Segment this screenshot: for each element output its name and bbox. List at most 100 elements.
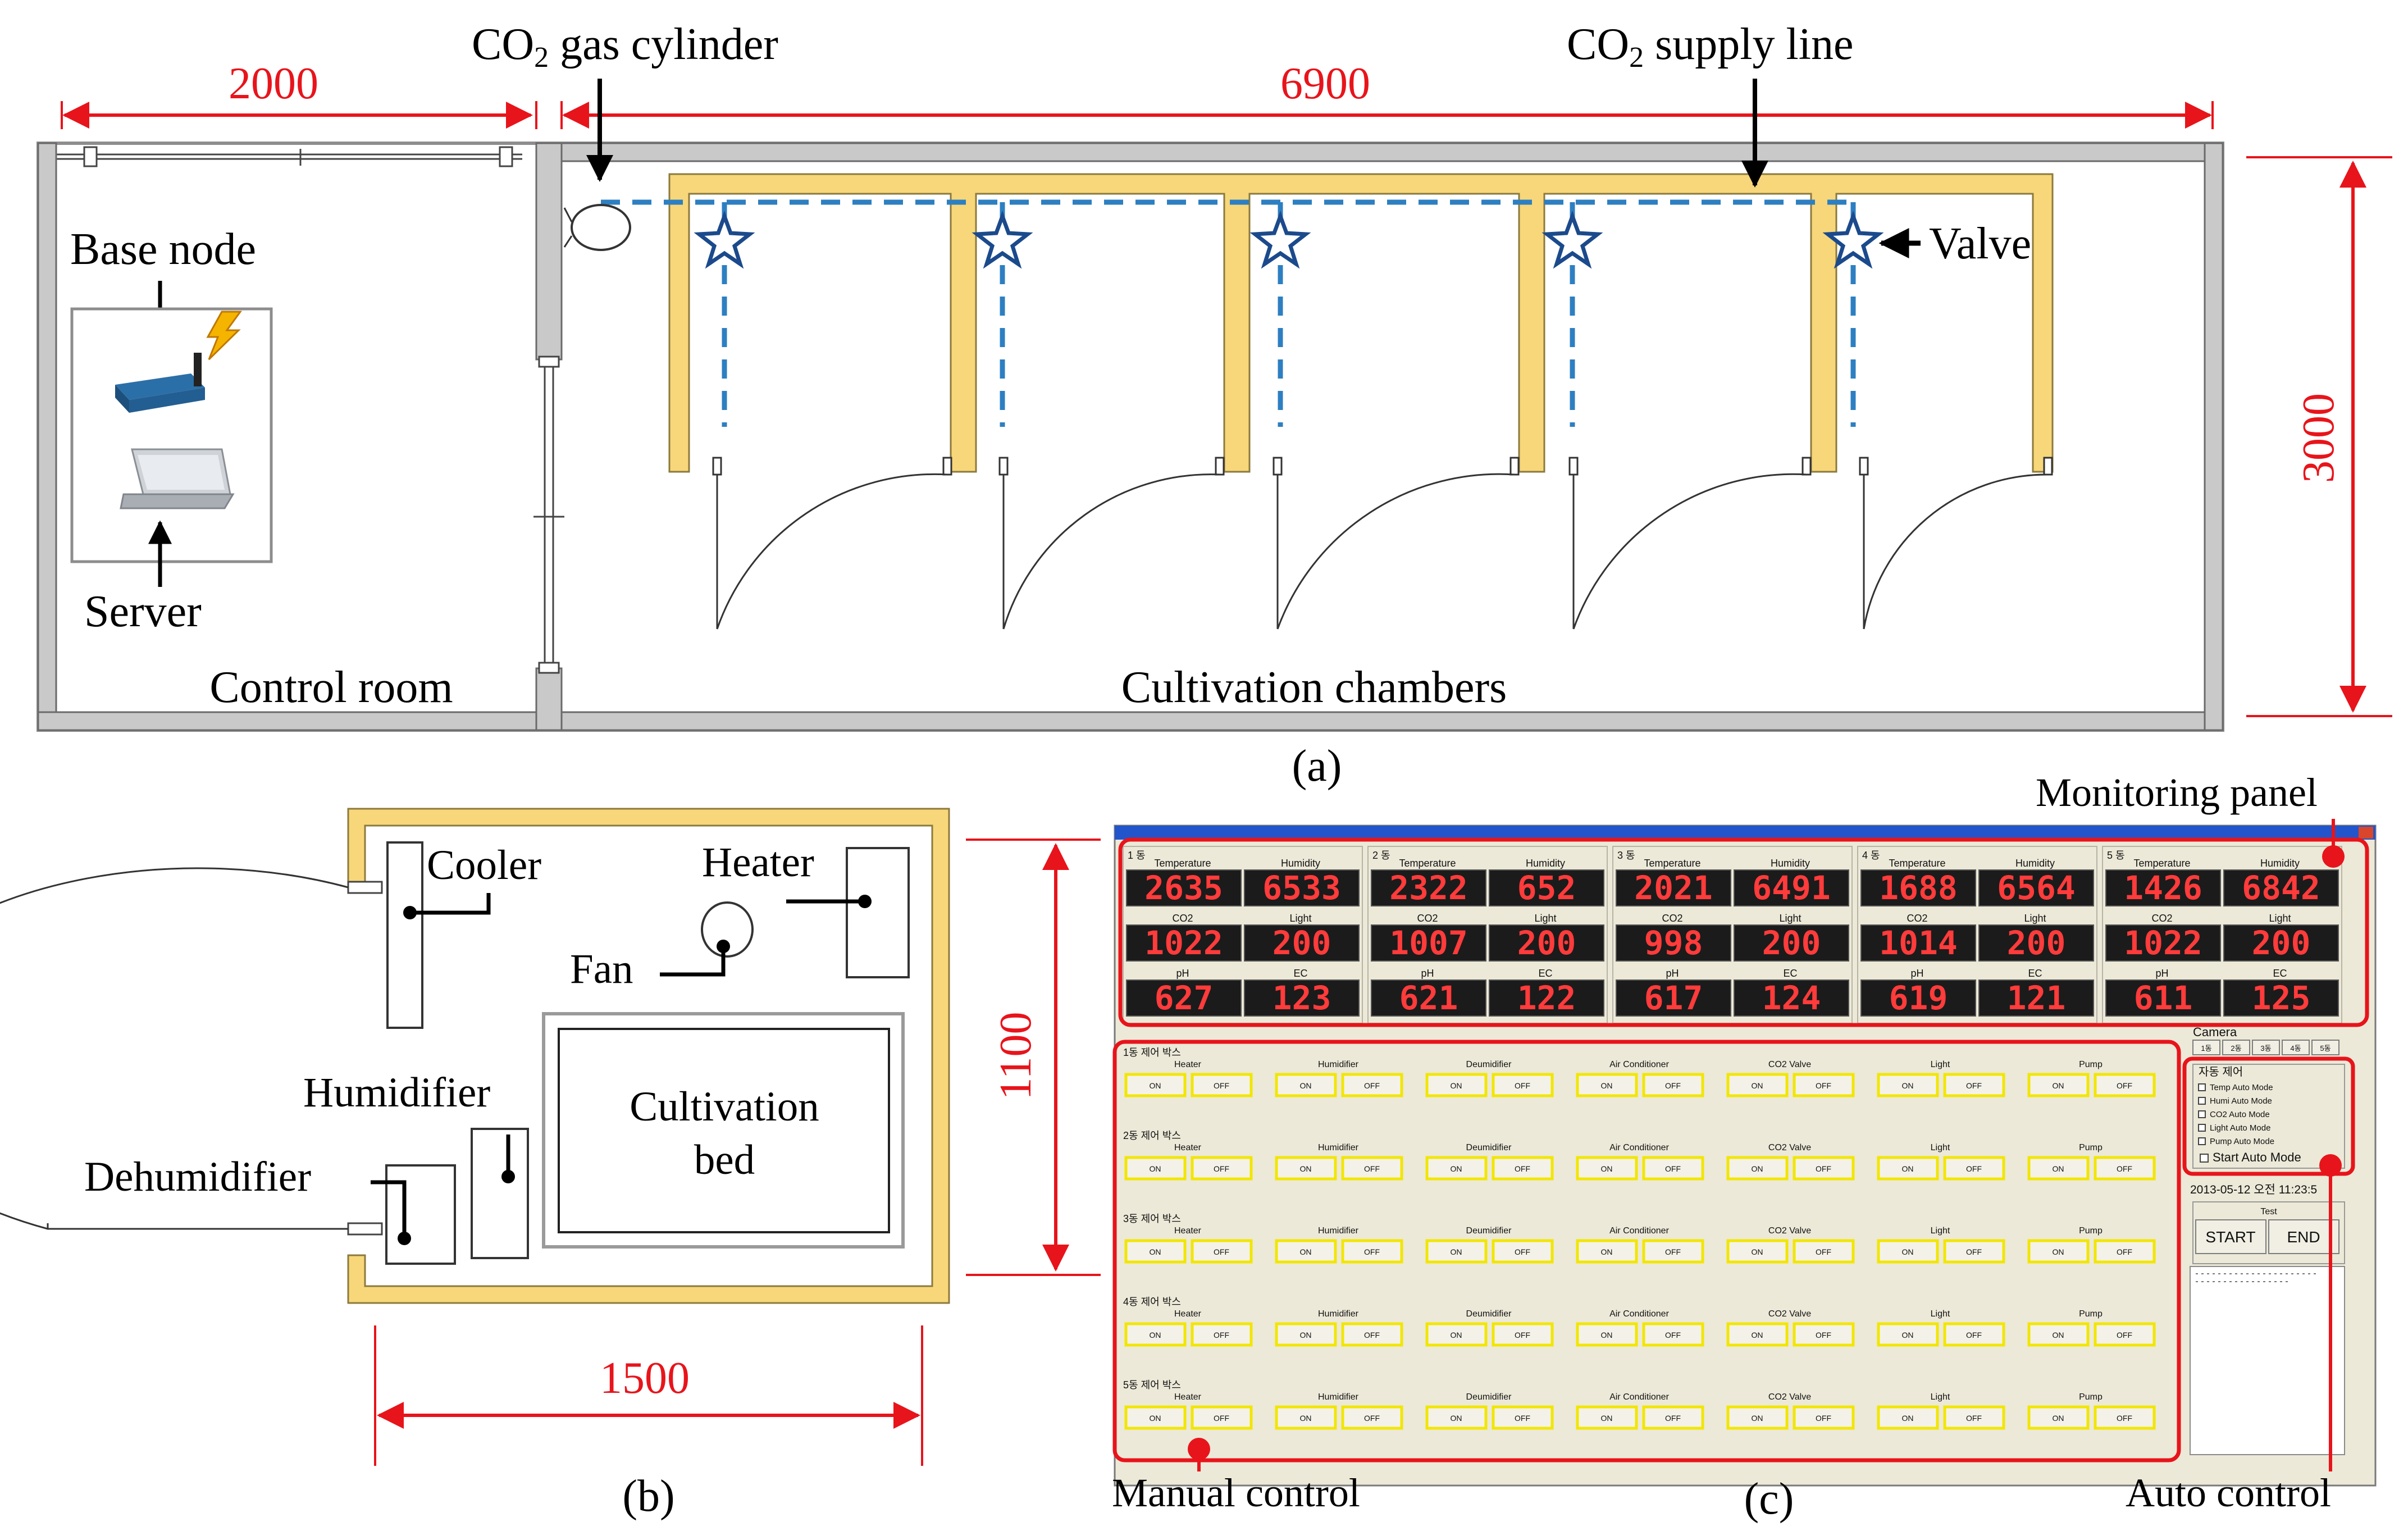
- off-button[interactable]: [1492, 1156, 1554, 1181]
- on-button[interactable]: [1425, 1156, 1488, 1181]
- on-button[interactable]: [1576, 1073, 1638, 1097]
- off-button[interactable]: [2094, 1405, 2156, 1430]
- auto-mode-checkbox[interactable]: [2198, 1124, 2206, 1132]
- on-button[interactable]: [1275, 1073, 1337, 1097]
- monitor-value-ph: 621: [1399, 979, 1458, 1017]
- on-button[interactable]: [1576, 1405, 1638, 1430]
- off-button[interactable]: [1793, 1405, 1855, 1430]
- on-button[interactable]: [1576, 1239, 1638, 1264]
- on-button[interactable]: [1275, 1239, 1337, 1264]
- off-button[interactable]: [1642, 1073, 1704, 1097]
- start-auto-mode-checkbox[interactable]: [2200, 1154, 2209, 1163]
- off-button-label: OFF: [2117, 1164, 2132, 1173]
- on-button[interactable]: [1275, 1156, 1337, 1181]
- on-button[interactable]: [1877, 1156, 1939, 1181]
- off-button-label: OFF: [1364, 1414, 1380, 1423]
- off-button[interactable]: [1341, 1239, 1403, 1264]
- off-button[interactable]: [1191, 1073, 1253, 1097]
- camera-button[interactable]: [2192, 1040, 2220, 1055]
- off-button[interactable]: [1642, 1156, 1704, 1181]
- off-button[interactable]: [1943, 1322, 2005, 1347]
- off-button[interactable]: [1191, 1322, 1253, 1347]
- monitor-label-ph: pH: [1176, 968, 1189, 979]
- device-label: Humidifier: [1318, 1309, 1359, 1319]
- on-button[interactable]: [1576, 1322, 1638, 1347]
- off-button[interactable]: [1793, 1156, 1855, 1181]
- off-button[interactable]: [1341, 1073, 1403, 1097]
- on-button[interactable]: [1726, 1073, 1789, 1097]
- on-button[interactable]: [1124, 1322, 1187, 1347]
- auto-mode-checkbox[interactable]: [2198, 1083, 2206, 1091]
- off-button[interactable]: [1492, 1073, 1554, 1097]
- off-button[interactable]: [1191, 1156, 1253, 1181]
- camera-button[interactable]: [2252, 1040, 2280, 1055]
- end-button[interactable]: [2268, 1219, 2339, 1254]
- off-button[interactable]: [1341, 1156, 1403, 1181]
- off-button[interactable]: [1793, 1073, 1855, 1097]
- on-button[interactable]: [1124, 1156, 1187, 1181]
- device-label: Deumidifier: [1466, 1143, 1512, 1152]
- on-button[interactable]: [1726, 1322, 1789, 1347]
- log-area: [2190, 1266, 2345, 1455]
- camera-title: Camera: [2193, 1025, 2237, 1039]
- monitor-label-ec: EC: [2273, 968, 2287, 979]
- device-label: Humidifier: [1318, 1392, 1359, 1402]
- on-button[interactable]: [2027, 1073, 2090, 1097]
- on-button[interactable]: [1275, 1322, 1337, 1347]
- off-button[interactable]: [1943, 1405, 2005, 1430]
- on-button[interactable]: [1425, 1322, 1488, 1347]
- auto-mode-checkbox[interactable]: [2198, 1137, 2206, 1145]
- off-button[interactable]: [2094, 1239, 2156, 1264]
- on-button[interactable]: [1425, 1405, 1488, 1430]
- on-button[interactable]: [1726, 1239, 1789, 1264]
- on-button[interactable]: [1275, 1405, 1337, 1430]
- on-button[interactable]: [1877, 1405, 1939, 1430]
- on-button[interactable]: [1425, 1073, 1488, 1097]
- on-button[interactable]: [1124, 1405, 1187, 1430]
- off-button[interactable]: [1191, 1405, 1253, 1430]
- camera-button[interactable]: [2222, 1040, 2250, 1055]
- off-button[interactable]: [1642, 1239, 1704, 1264]
- off-button[interactable]: [2094, 1156, 2156, 1181]
- camera-button-label: 4동: [2290, 1044, 2301, 1053]
- laptop-icon: [120, 448, 235, 509]
- off-button[interactable]: [2094, 1322, 2156, 1347]
- camera-button[interactable]: [2282, 1040, 2310, 1055]
- off-button[interactable]: [1642, 1405, 1704, 1430]
- off-button[interactable]: [1492, 1239, 1554, 1264]
- on-button[interactable]: [1576, 1156, 1638, 1181]
- off-button[interactable]: [1943, 1073, 2005, 1097]
- off-button[interactable]: [2094, 1073, 2156, 1097]
- off-button[interactable]: [1943, 1156, 2005, 1181]
- on-button[interactable]: [1877, 1322, 1939, 1347]
- off-button[interactable]: [1642, 1322, 1704, 1347]
- on-button[interactable]: [2027, 1322, 2090, 1347]
- caption-c: (c): [1744, 1474, 1794, 1524]
- off-button[interactable]: [1793, 1239, 1855, 1264]
- on-button[interactable]: [1877, 1073, 1939, 1097]
- off-button[interactable]: [1191, 1239, 1253, 1264]
- monitor-label-light: Light: [1289, 913, 1311, 924]
- on-button[interactable]: [1124, 1073, 1187, 1097]
- on-button-label: ON: [1150, 1247, 1161, 1256]
- on-button[interactable]: [1425, 1239, 1488, 1264]
- auto-mode-checkbox[interactable]: [2198, 1097, 2206, 1105]
- off-button[interactable]: [1341, 1322, 1403, 1347]
- on-button[interactable]: [1726, 1405, 1789, 1430]
- off-button-label: OFF: [1214, 1331, 1229, 1339]
- on-button[interactable]: [2027, 1405, 2090, 1430]
- on-button[interactable]: [2027, 1156, 2090, 1181]
- auto-mode-checkbox[interactable]: [2198, 1110, 2206, 1118]
- off-button[interactable]: [1492, 1405, 1554, 1430]
- on-button[interactable]: [2027, 1239, 2090, 1264]
- off-button[interactable]: [1492, 1322, 1554, 1347]
- off-button[interactable]: [1793, 1322, 1855, 1347]
- start-button[interactable]: [2195, 1219, 2266, 1254]
- on-button[interactable]: [1877, 1239, 1939, 1264]
- monitor-label-light: Light: [2269, 913, 2291, 924]
- off-button[interactable]: [1943, 1239, 2005, 1264]
- off-button[interactable]: [1341, 1405, 1403, 1430]
- camera-button[interactable]: [2311, 1040, 2339, 1055]
- on-button[interactable]: [1124, 1239, 1187, 1264]
- on-button[interactable]: [1726, 1156, 1789, 1181]
